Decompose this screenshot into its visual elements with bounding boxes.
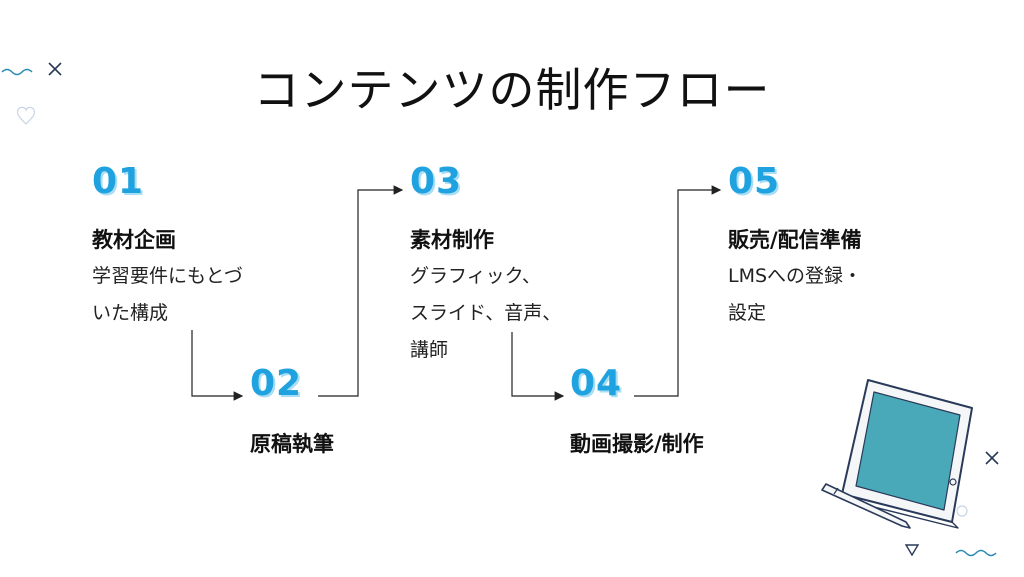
stylus-icon <box>821 483 911 529</box>
step-04-number: 04 <box>570 363 623 404</box>
step-05-number: 05 <box>728 161 781 202</box>
page-title: コンテンツの制作フロー <box>253 63 771 117</box>
step-01-description: 学習要件にもとづ いた構成 <box>92 265 243 324</box>
tablet-icon <box>841 379 973 529</box>
circle-icon <box>956 505 968 517</box>
step-04-title: 動画撮影/制作 <box>570 432 704 456</box>
connector-04-05 <box>634 185 722 397</box>
step-05-title: 販売/配信準備 <box>728 228 862 252</box>
triangle-icon <box>904 544 920 557</box>
step-03-number: 03 <box>410 161 463 202</box>
step-02-title: 原稿執筆 <box>250 432 334 456</box>
step-01-number: 01 <box>92 161 145 202</box>
step-03-title: 素材制作 <box>410 228 494 252</box>
connector-02-03 <box>318 185 404 397</box>
step-02-number: 02 <box>250 363 303 404</box>
step-05-description: LMSへの登録・ 設定 <box>728 265 863 324</box>
close-icon <box>985 451 999 465</box>
connector-01-02 <box>191 330 244 401</box>
step-01-title: 教材企画 <box>92 228 176 252</box>
step-03-description: グラフィック、 スライド、音声、 講師 <box>410 265 562 361</box>
wave-icon <box>955 549 997 557</box>
